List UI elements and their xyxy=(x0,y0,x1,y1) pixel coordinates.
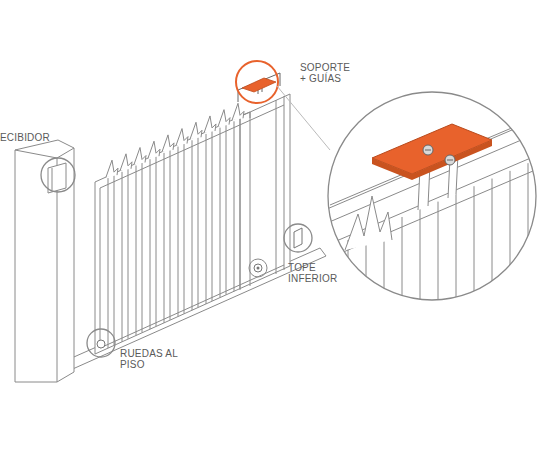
picket-spike xyxy=(162,135,174,152)
picket-spike xyxy=(120,154,132,171)
picket-spike xyxy=(134,148,146,165)
picket xyxy=(220,125,226,298)
picket-spike xyxy=(218,110,230,127)
label-recibidor: ECIBIDOR xyxy=(0,132,70,143)
picket xyxy=(206,131,212,304)
picket xyxy=(164,150,170,323)
label-ruedas: RUEDAS AL PISO xyxy=(120,348,182,370)
picket-spike xyxy=(204,116,216,133)
label-soporte: SOPORTE + GUÍAS xyxy=(300,62,356,84)
picket xyxy=(178,144,184,317)
picket-spike xyxy=(148,141,160,158)
picket xyxy=(136,163,142,336)
picket-spike xyxy=(190,122,202,139)
picket xyxy=(192,137,198,310)
picket xyxy=(122,169,128,342)
picket-spike xyxy=(106,160,118,177)
picket xyxy=(234,118,240,291)
picket xyxy=(108,175,114,348)
label-tope: TOPE INFERIOR xyxy=(288,262,350,284)
picket-spike xyxy=(232,103,244,120)
picket-spike xyxy=(176,129,188,146)
picket xyxy=(150,156,156,329)
